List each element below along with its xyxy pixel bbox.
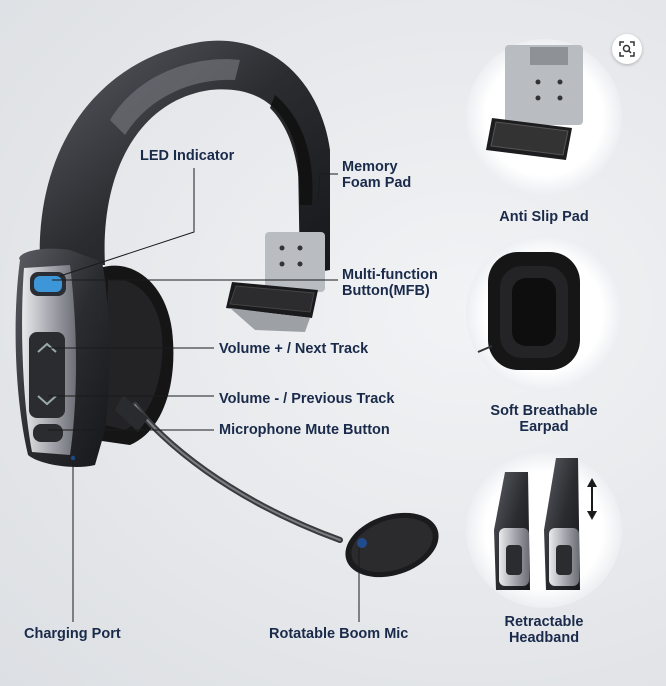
charging-port-label: Charging Port xyxy=(24,626,121,642)
retractable-headband-circle xyxy=(466,452,622,608)
callout-lines xyxy=(48,168,360,622)
boom-mic-label: Rotatable Boom Mic xyxy=(269,626,409,642)
visual-search-lens-icon xyxy=(619,41,635,57)
volume-up-label: Volume + / Next Track xyxy=(219,341,369,357)
retractable-headband-label: Retractable Headband xyxy=(504,614,584,646)
boom-mic xyxy=(115,395,439,578)
memory-foam-pad-label: Memory Foam Pad xyxy=(342,159,412,191)
multi-function-button-label: Multi-function Button(MFB) xyxy=(342,267,438,299)
anti-slip-pad-label: Anti Slip Pad xyxy=(499,209,589,225)
earpad-circle xyxy=(466,235,622,391)
volume-down-label: Volume - / Previous Track xyxy=(219,391,395,407)
memory-foam-pad xyxy=(226,232,325,332)
soft-earpad-label: Soft Breathable Earpad xyxy=(490,403,598,435)
ear-cup xyxy=(15,248,174,467)
mic-mute-label: Microphone Mute Button xyxy=(219,422,390,438)
visual-search-button[interactable] xyxy=(612,34,642,64)
led-indicator-label: LED Indicator xyxy=(140,148,235,164)
anti-slip-pad-circle xyxy=(466,39,622,195)
headband xyxy=(39,40,331,275)
